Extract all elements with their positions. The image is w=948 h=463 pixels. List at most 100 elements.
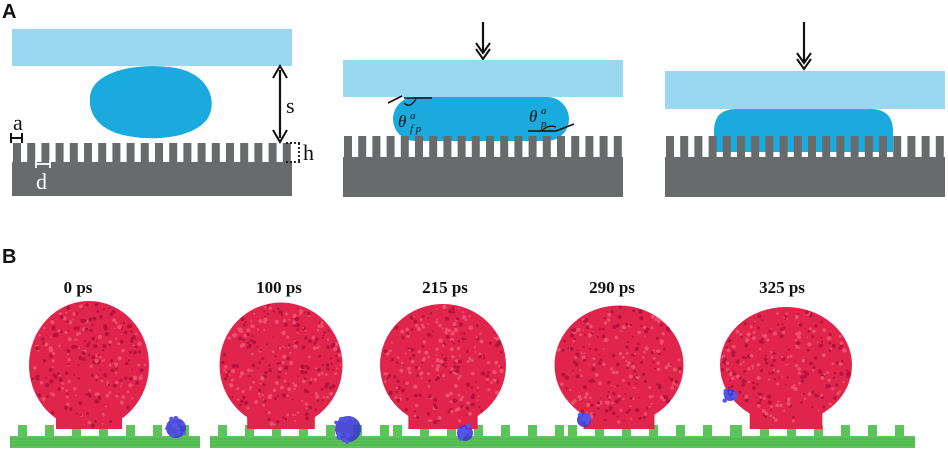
md-particle — [435, 421, 437, 424]
md-particle — [592, 357, 596, 361]
md-particle — [264, 305, 267, 309]
md-particle — [444, 365, 448, 369]
md-particle — [669, 377, 674, 382]
md-particle — [433, 397, 438, 402]
md-particle — [439, 359, 444, 364]
md-particle — [115, 394, 119, 398]
md-particle — [579, 369, 582, 372]
md-particle — [640, 360, 644, 364]
md-particle — [654, 317, 659, 321]
md-particle — [304, 402, 308, 406]
md-particle — [741, 379, 747, 384]
md-particle — [438, 338, 443, 343]
md-particle — [50, 391, 52, 394]
md-particle — [303, 388, 308, 393]
md-particle — [295, 323, 301, 328]
md-particle — [287, 387, 291, 392]
md-particle — [289, 360, 294, 366]
md-particle — [831, 343, 836, 348]
md-particle — [770, 356, 774, 359]
md-pillar — [622, 425, 631, 437]
md-particle — [604, 408, 609, 413]
md-particle — [638, 416, 642, 420]
md-pillar — [299, 425, 308, 437]
md-particle — [406, 334, 410, 338]
md-particle — [671, 384, 674, 387]
md-particle — [91, 323, 94, 327]
md-particle — [100, 379, 104, 383]
md-particle — [821, 353, 826, 358]
md-particle — [476, 399, 479, 402]
md-particle — [468, 315, 471, 318]
md-particle — [773, 378, 777, 381]
md-particle — [263, 310, 266, 313]
md-particle — [466, 360, 470, 363]
pillar — [268, 143, 277, 163]
md-particle — [422, 340, 427, 344]
pillar — [486, 136, 494, 158]
md-particle — [483, 354, 485, 357]
md-particle — [408, 349, 411, 352]
pillar — [613, 136, 622, 158]
md-particle — [485, 374, 490, 378]
md-particle — [634, 353, 637, 356]
md-particle — [806, 348, 810, 352]
md-particle — [48, 347, 54, 353]
md-particle — [305, 365, 308, 368]
md-particle — [459, 397, 463, 402]
md-particle — [287, 383, 290, 385]
md-particle — [803, 374, 808, 379]
md-particle — [278, 347, 282, 350]
md-particle — [826, 336, 832, 341]
md-particle — [770, 328, 772, 330]
md-particle — [277, 307, 280, 311]
pillar — [344, 136, 352, 158]
md-particle — [809, 361, 813, 366]
md-particle — [51, 359, 55, 363]
md-particle — [623, 419, 625, 422]
pillar — [514, 136, 523, 158]
md-particle — [495, 390, 499, 395]
md-particle — [224, 370, 228, 373]
md-particle — [311, 335, 316, 340]
md-particle — [603, 317, 606, 320]
md-particle — [77, 364, 80, 367]
md-particle — [751, 336, 756, 341]
md-particle — [781, 356, 784, 359]
pillars — [344, 136, 622, 158]
pillared-substrate — [343, 136, 623, 197]
md-particle — [499, 368, 504, 374]
md-particle — [642, 372, 646, 376]
md-particle — [108, 306, 111, 309]
md-particle — [629, 405, 632, 408]
md-particle — [648, 405, 651, 408]
md-particle — [631, 335, 635, 338]
md-particle — [602, 348, 605, 350]
md-particle — [735, 359, 740, 364]
md-particle — [318, 354, 322, 358]
a-marker — [10, 133, 23, 143]
md-particle — [274, 355, 277, 358]
md-particle — [286, 394, 289, 397]
md-particle — [35, 376, 40, 381]
md-particle — [68, 381, 70, 384]
md-particle — [335, 354, 338, 358]
md-blue-particle — [729, 390, 732, 394]
md-particle — [44, 376, 47, 379]
md-particle — [322, 395, 326, 399]
md-particle — [276, 420, 280, 424]
md-particle — [256, 345, 258, 348]
md-particle — [611, 401, 614, 405]
md-particle — [113, 327, 116, 330]
md-particle — [84, 327, 89, 332]
theta-fp-sup: a — [410, 110, 416, 122]
md-particle — [93, 420, 97, 423]
md-particle — [97, 334, 103, 340]
md-particle — [755, 396, 757, 399]
md-particle — [756, 375, 761, 381]
md-particle — [140, 374, 143, 377]
md-particle — [134, 337, 137, 340]
pillar — [907, 136, 916, 158]
md-particle — [57, 372, 60, 375]
md-particle — [427, 332, 431, 337]
